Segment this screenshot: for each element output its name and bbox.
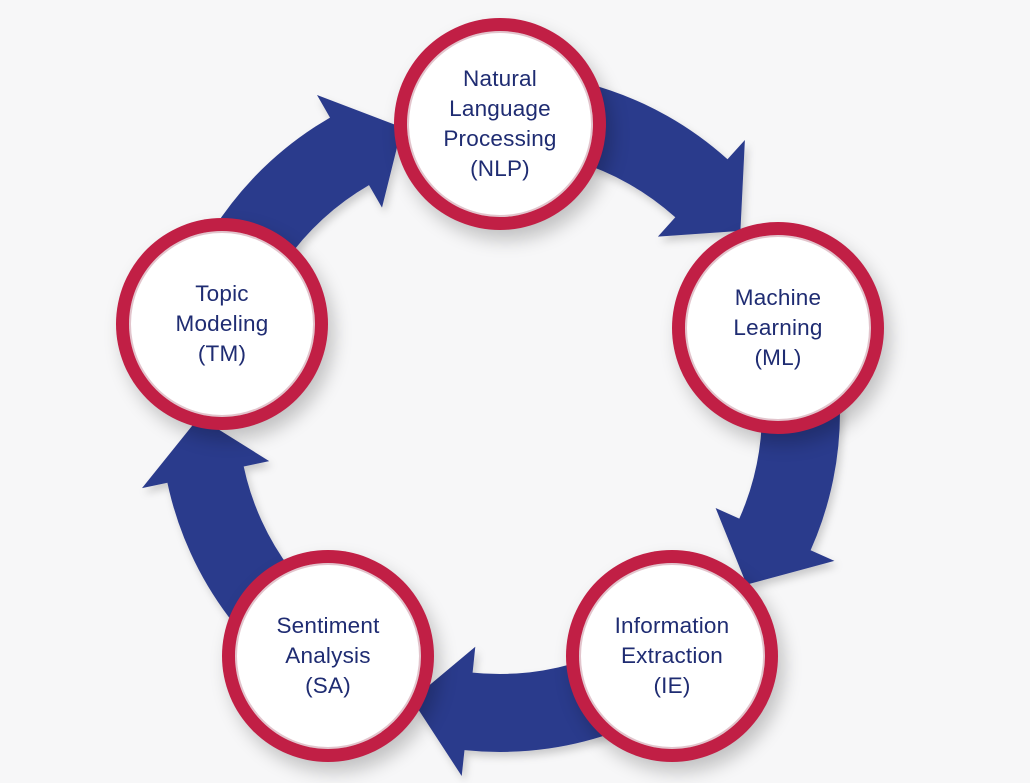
node-sa-line-3: (SA) [305, 673, 351, 698]
node-ml-line-2: Learning [733, 315, 823, 340]
node-tm: Topic Modeling (TM) [116, 218, 328, 430]
node-ml-line-1: Machine [734, 285, 822, 310]
node-tm-line-3: (TM) [197, 341, 247, 366]
node-ml-label: Machine Learning (ML) [685, 235, 871, 421]
node-ml-line-3: (ML) [754, 345, 802, 370]
node-nlp-line-4: (NLP) [470, 156, 530, 181]
node-ie-line-2: Extraction [620, 643, 724, 668]
node-sa-line-1: Sentiment [276, 613, 380, 638]
node-nlp-line-2: Language [449, 96, 551, 121]
node-ie: Information Extraction (IE) [566, 550, 778, 762]
node-nlp-label: Natural Language Processing (NLP) [407, 31, 593, 217]
node-nlp-line-3: Processing [443, 126, 557, 151]
node-nlp-line-1: Natural [463, 66, 537, 91]
node-sa: Sentiment Analysis (SA) [222, 550, 434, 762]
node-ml: Machine Learning (ML) [672, 222, 884, 434]
node-nlp: Natural Language Processing (NLP) [394, 18, 606, 230]
node-ie-line-3: (IE) [653, 673, 691, 698]
node-sa-line-2: Analysis [285, 643, 371, 668]
node-ie-label: Information Extraction (IE) [579, 563, 765, 749]
node-tm-line-1: Topic [195, 281, 249, 306]
node-ie-line-1: Information [614, 613, 730, 638]
node-sa-label: Sentiment Analysis (SA) [235, 563, 421, 749]
node-tm-label: Topic Modeling (TM) [129, 231, 315, 417]
node-tm-line-2: Modeling [175, 311, 269, 336]
